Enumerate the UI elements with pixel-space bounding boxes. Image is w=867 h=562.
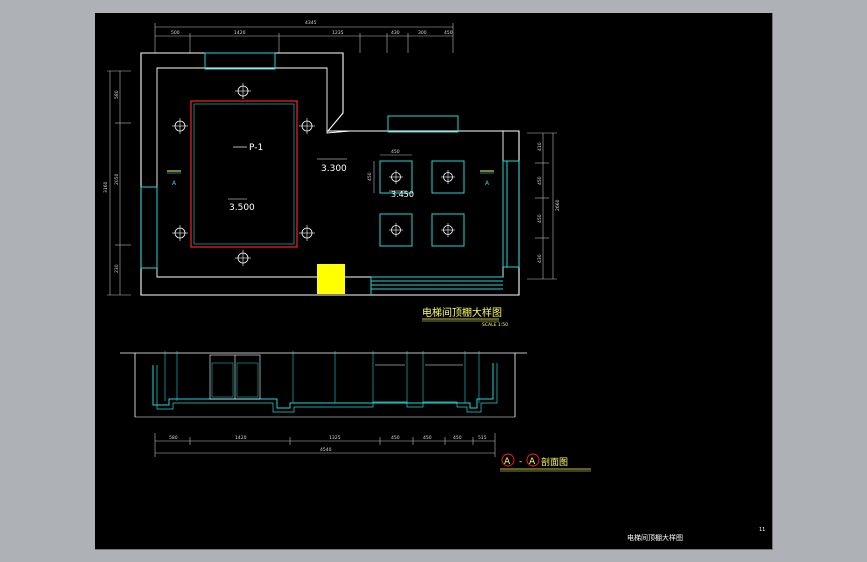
dim-top-2: 1235 [332, 30, 344, 36]
highlight-block [317, 264, 345, 294]
section-dim-4: 450 [423, 435, 432, 441]
dim-left-total: 3160 [103, 181, 109, 193]
section-dim-2: 1325 [329, 435, 341, 441]
section-dim-6: 515 [478, 435, 487, 441]
section-title: A - A 剖面图 [500, 453, 591, 472]
ceiling-grid-panels: 450 450 3.450 [367, 149, 465, 247]
dim-top-1: 1420 [234, 30, 246, 36]
cad-drawing: 4345 500 1420 1235 430 300 450 3160 580 … [103, 20, 765, 542]
dim-right-2: 450 [537, 214, 543, 223]
footer-drawing-name: 电梯间顶棚大样图 [627, 533, 683, 542]
section-dim-1: 1420 [235, 435, 247, 441]
section-mark-right: A [480, 170, 494, 187]
dim-left-2: 230 [114, 264, 120, 273]
svg-text:A: A [504, 457, 511, 467]
section-mark-left: A [167, 170, 181, 187]
section-dim-0: 580 [169, 435, 178, 441]
svg-text:A: A [529, 457, 536, 467]
label-p1: P-1 [249, 143, 263, 153]
section-view [120, 351, 527, 418]
dim-top-5: 450 [444, 30, 453, 36]
dim-top-0: 500 [171, 30, 180, 36]
grid-dim-width: 450 [391, 149, 400, 155]
section-dim-total: 4540 [320, 447, 332, 453]
svg-text:-: - [519, 457, 522, 467]
dim-top-3: 430 [391, 30, 400, 36]
elevation-3450: 3.450 [391, 190, 414, 199]
svg-text:A: A [172, 180, 177, 187]
dim-left-1: 2050 [114, 173, 120, 185]
drawing-sheet: 4345 500 1420 1235 430 300 450 3160 580 … [95, 13, 773, 550]
dim-right-1: 450 [537, 176, 543, 185]
dim-left-0: 580 [114, 90, 120, 99]
top-dimensions: 4345 500 1420 1235 430 300 450 [154, 20, 454, 53]
section-dim-3: 450 [391, 435, 400, 441]
plan-outline [140, 52, 520, 296]
elevation-3300: 3.300 [321, 164, 347, 174]
right-dimensions: 410 450 450 430 2660 [527, 132, 561, 280]
dim-right-total: 2660 [555, 199, 561, 211]
dim-right-0: 410 [537, 142, 543, 151]
dim-top-4: 300 [418, 30, 427, 36]
footer-page-number: 11 [759, 527, 765, 533]
svg-text:A: A [485, 180, 490, 187]
dim-right-3: 430 [537, 254, 543, 263]
svg-text:剖面图: 剖面图 [541, 456, 568, 468]
left-dimensions: 3160 580 2050 230 [103, 70, 131, 296]
elevation-3500: 3.500 [229, 203, 255, 213]
plan-title: 电梯间顶棚大样图 [422, 306, 502, 319]
grid-dim-height: 450 [367, 172, 373, 181]
section-dim-5: 450 [453, 435, 462, 441]
section-dimensions: 580 1420 1325 450 450 450 515 4540 [154, 433, 496, 457]
light-fixtures [172, 83, 315, 266]
ceiling-panel-p1 [190, 100, 298, 248]
plan-scale: SCALE 1:50 [482, 322, 508, 328]
dim-top-total: 4345 [305, 20, 317, 26]
